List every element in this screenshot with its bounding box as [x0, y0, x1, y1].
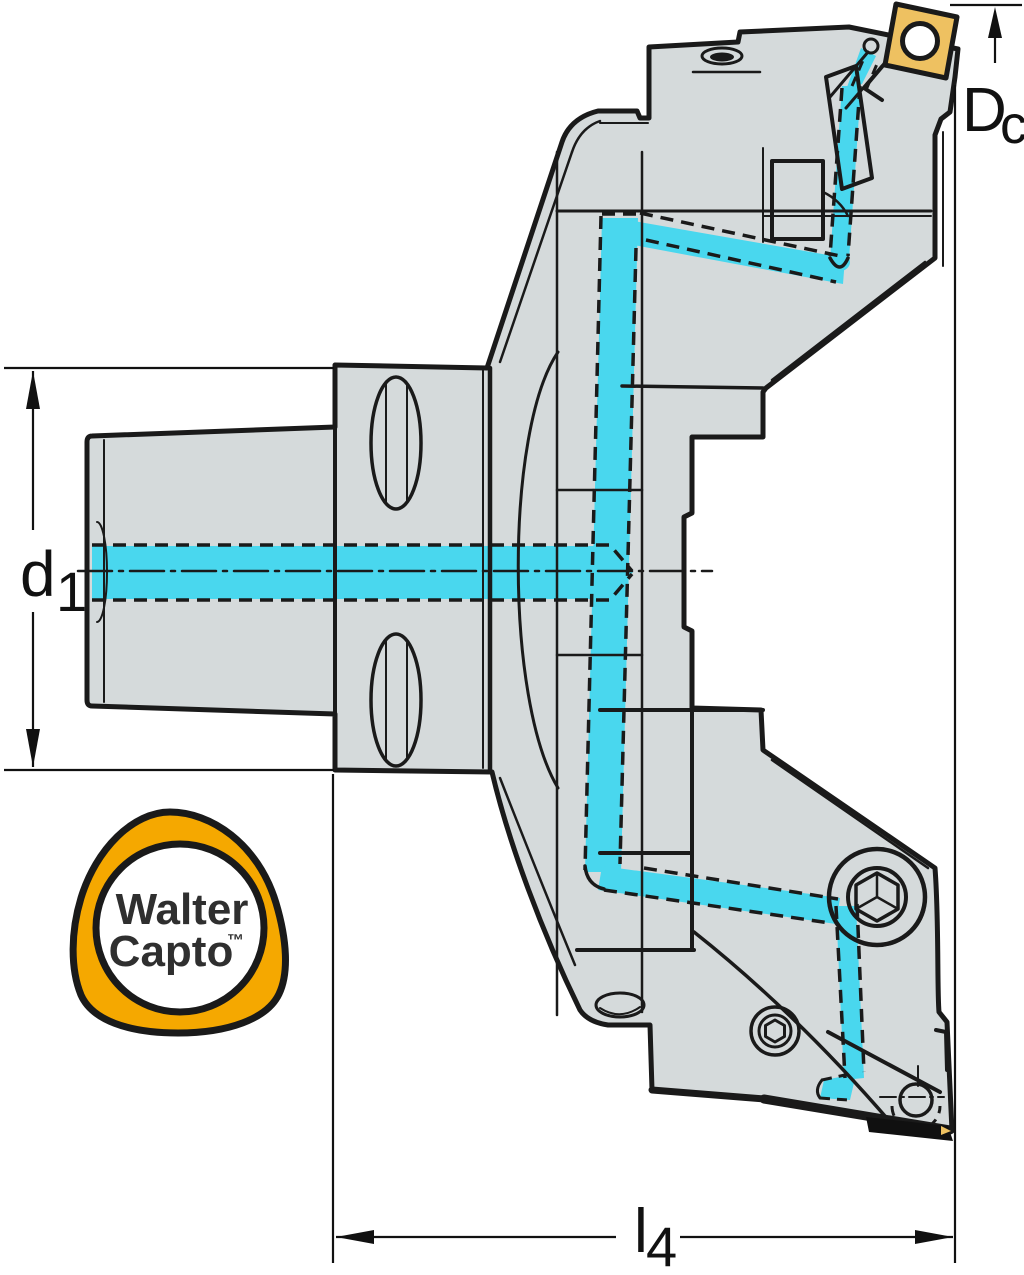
- l4-arrow-left-icon: [336, 1230, 374, 1244]
- dimension-l4: l 4: [331, 85, 957, 1275]
- insert-screw-hole: [900, 21, 940, 61]
- set-screw-small: [749, 1005, 801, 1057]
- d1-arrow-up-icon: [26, 371, 40, 409]
- dc-arrow-up-icon: [988, 7, 1002, 38]
- coolant-channel-upper-branch: [628, 220, 845, 284]
- flange-slot-lower: [369, 632, 423, 768]
- coolant-jet-lower: [820, 1074, 856, 1100]
- logo-trademark: ™: [227, 931, 244, 950]
- lower-insert-tip: [941, 1126, 951, 1135]
- l4-arrow-right-icon: [915, 1230, 953, 1244]
- dc-label-subscript: c: [1000, 95, 1024, 155]
- top-screw-slot: [710, 52, 734, 62]
- hex-socket-icon: [764, 1018, 786, 1044]
- dimension-dc: D c: [950, 3, 1024, 155]
- dc-label: D: [962, 76, 1007, 145]
- d1-extension-lines: [4, 366, 334, 772]
- coolant-channel-borders: [92, 57, 879, 1102]
- l4-extension-lines: [331, 85, 957, 1263]
- lower-cartridge-edge: [826, 1030, 942, 1094]
- coolant-channel-lower-branch: [598, 866, 840, 924]
- flange-slot-upper: [369, 375, 423, 511]
- l4-label-subscript: 4: [646, 1215, 677, 1275]
- d1-label: d: [20, 538, 56, 610]
- logo-word2: Capto: [109, 927, 234, 976]
- cone-silhouette-curve: [516, 350, 560, 790]
- bottom-recess: [594, 991, 646, 1019]
- upper-insert: [882, 1, 960, 81]
- dimension-d1: d 1: [4, 366, 334, 772]
- d1-label-subscript: 1: [56, 560, 87, 623]
- insert-pocket-edge: [862, 60, 888, 102]
- coolant-channel-axial: [92, 546, 633, 599]
- l4-label: l: [634, 1197, 648, 1266]
- lower-insert-circle: [898, 1082, 934, 1118]
- clamp-pin: [862, 37, 880, 55]
- capto-flange: [369, 365, 493, 773]
- walter-capto-logo: Walter Capto ™: [69, 808, 289, 1037]
- bottom-edge: [648, 1086, 768, 1103]
- logo-inner-circle: [92, 840, 268, 1016]
- lower-insert-bar: [866, 1117, 953, 1141]
- d1-arrow-down-icon: [26, 729, 40, 767]
- logo-word1: Walter: [116, 885, 249, 934]
- clamp-screw-large: [826, 846, 928, 948]
- centerlines: [76, 569, 945, 1098]
- clamp-block: [770, 159, 825, 241]
- top-screw-countersink: [700, 46, 744, 66]
